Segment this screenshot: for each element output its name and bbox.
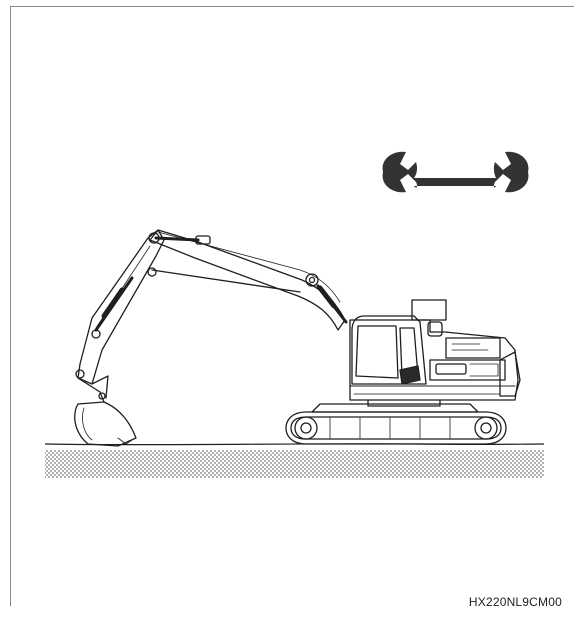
excavator-house bbox=[349, 299, 521, 407]
frame-top-border bbox=[10, 6, 574, 7]
excavator-track bbox=[285, 403, 507, 445]
excavator-boom bbox=[147, 229, 348, 331]
excavator-bucket bbox=[74, 375, 137, 447]
wrench-icon bbox=[382, 151, 529, 193]
excavator bbox=[74, 229, 521, 447]
figure-code: HX220NL9CM00 bbox=[468, 595, 562, 609]
excavator-arm bbox=[75, 229, 211, 385]
ground bbox=[44, 443, 545, 478]
frame-left-border bbox=[10, 6, 11, 606]
